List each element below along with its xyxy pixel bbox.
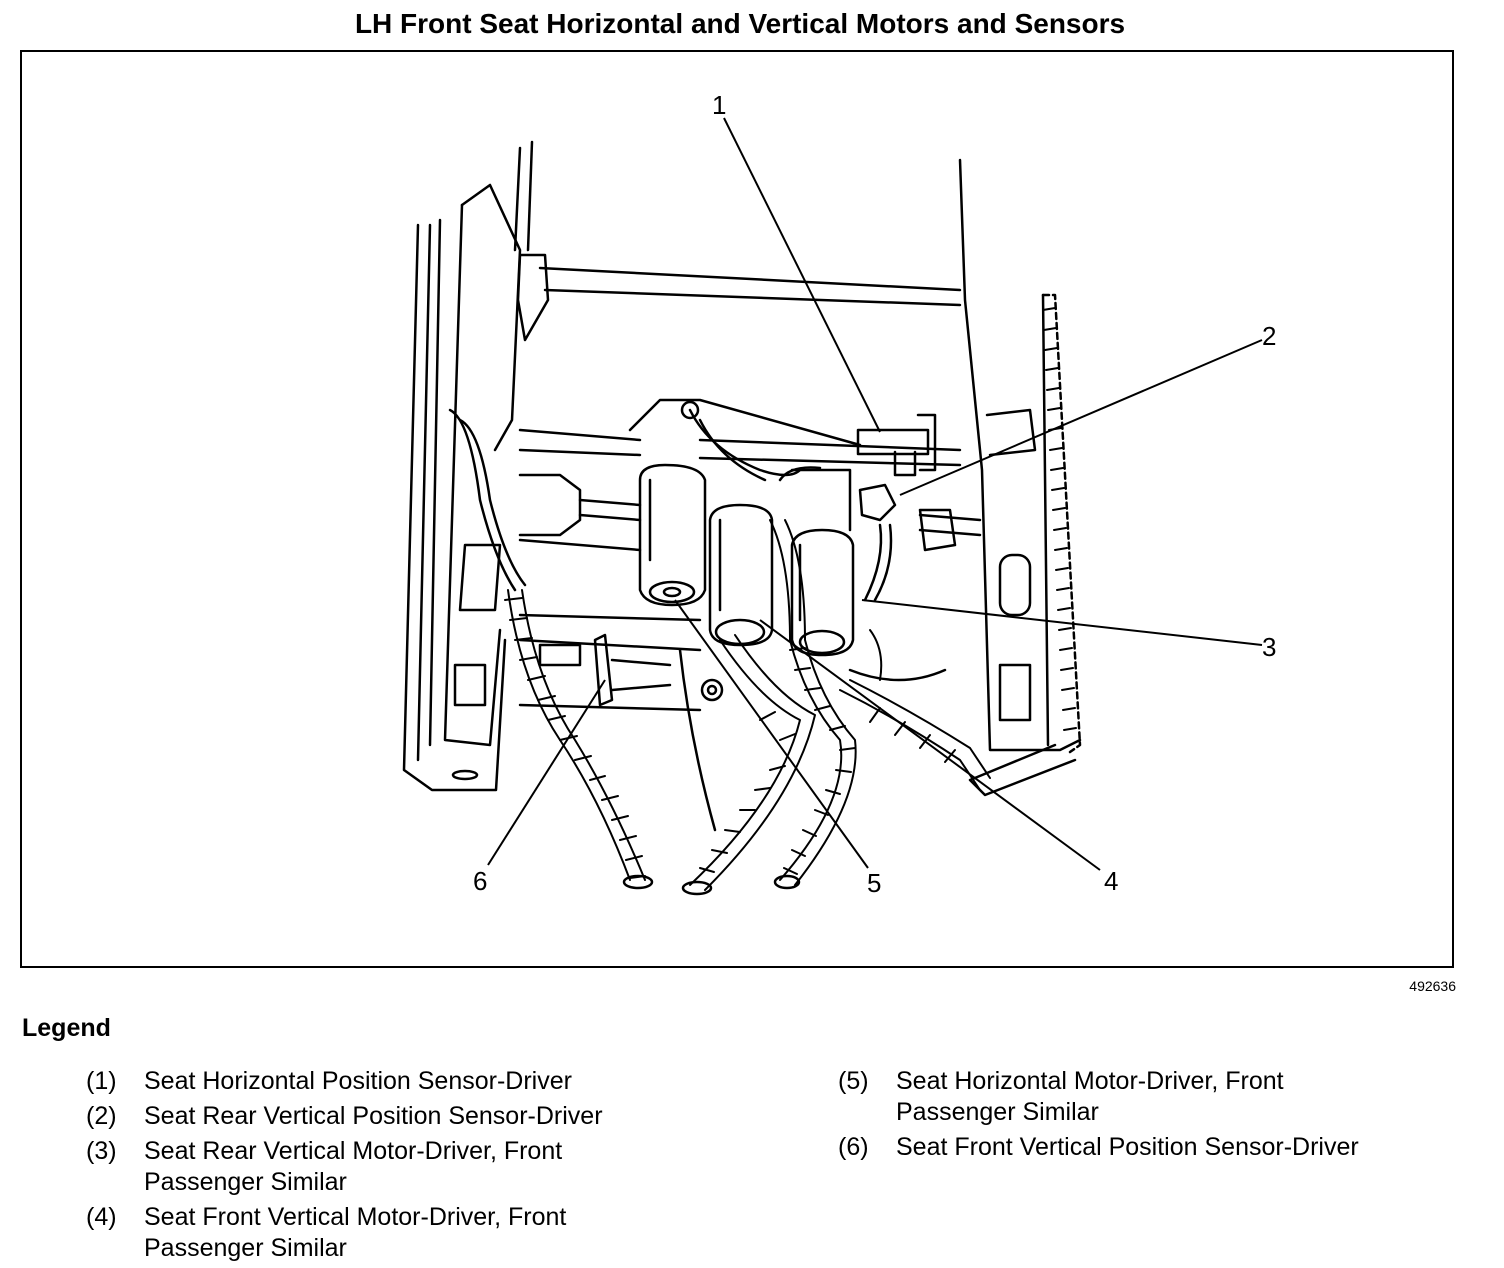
leader-line-3 <box>861 599 1263 646</box>
diagram-title: LH Front Seat Horizontal and Vertical Mo… <box>354 8 1126 39</box>
conduit-end <box>681 880 713 896</box>
figure-id: 492636 <box>1409 978 1456 994</box>
illustration-frame <box>20 50 1454 968</box>
rear-vertical-motor <box>778 466 855 657</box>
legend-text: Seat Rear Vertical Position Sensor-Drive… <box>144 1102 603 1130</box>
callout-4: 4 <box>1104 866 1118 896</box>
legend-number: (2) <box>86 1102 117 1130</box>
legend-number: (4) <box>86 1203 117 1231</box>
leader-line-1 <box>723 117 881 433</box>
front-vertical-motor <box>708 503 774 647</box>
legend-column-left: (1) Seat Horizontal Position Sensor-Driv… <box>86 1066 664 1268</box>
leader-line-2 <box>899 339 1263 496</box>
horizontal-motor <box>638 463 707 607</box>
leader-line-6 <box>487 679 606 866</box>
legend-item: (4) Seat Front Vertical Motor-Driver, Fr… <box>86 1202 664 1264</box>
callout-3: 3 <box>1262 632 1276 662</box>
legend-heading: Legend <box>22 1014 111 1042</box>
connector-bracket <box>628 398 862 447</box>
legend-number: (6) <box>838 1133 869 1161</box>
braided-conduits <box>507 519 991 891</box>
upper-cross-rod <box>516 253 962 342</box>
leader-lines <box>487 117 1263 871</box>
legend-text: Seat Rear Vertical Motor-Driver, Front P… <box>144 1137 563 1196</box>
legend-number: (5) <box>838 1067 869 1095</box>
cross-shafts <box>458 428 982 712</box>
legend-number: (1) <box>86 1067 117 1095</box>
conduit-end <box>773 874 801 890</box>
conduit-rings <box>504 307 1077 879</box>
leader-line-4 <box>759 619 1101 871</box>
conduit-end <box>622 874 654 890</box>
callout-5: 5 <box>867 868 881 898</box>
horizontal-position-sensor <box>856 413 937 477</box>
seat-motors-illustration: 1 2 3 4 5 6 <box>402 90 1276 898</box>
legend-column-right: (5) Seat Horizontal Motor-Driver, Front … <box>838 1066 1416 1167</box>
legend-number: (3) <box>86 1137 117 1165</box>
callout-6: 6 <box>473 866 487 896</box>
legend-text: Seat Horizontal Motor-Driver, Front Pass… <box>896 1067 1284 1126</box>
legend-item: (1) Seat Horizontal Position Sensor-Driv… <box>86 1066 664 1097</box>
wire-harness <box>448 408 947 832</box>
legend-item: (3) Seat Rear Vertical Motor-Driver, Fro… <box>86 1136 664 1198</box>
legend-text: Seat Horizontal Position Sensor-Driver <box>144 1067 572 1095</box>
left-seat-rail <box>402 140 534 792</box>
legend-text: Seat Front Vertical Motor-Driver, Front … <box>144 1203 567 1262</box>
legend-text: Seat Front Vertical Position Sensor-Driv… <box>896 1133 1359 1161</box>
callout-2: 2 <box>1262 321 1276 351</box>
front-vertical-position-sensor <box>593 633 724 707</box>
legend-item: (2) Seat Rear Vertical Position Sensor-D… <box>86 1101 664 1132</box>
legend-item: (6) Seat Front Vertical Position Sensor-… <box>838 1132 1416 1163</box>
callout-1: 1 <box>712 90 726 120</box>
leader-line-5 <box>674 599 869 869</box>
rear-vertical-position-sensor <box>858 483 897 522</box>
legend-item: (5) Seat Horizontal Motor-Driver, Front … <box>838 1066 1416 1128</box>
right-seat-rail <box>958 158 1082 797</box>
